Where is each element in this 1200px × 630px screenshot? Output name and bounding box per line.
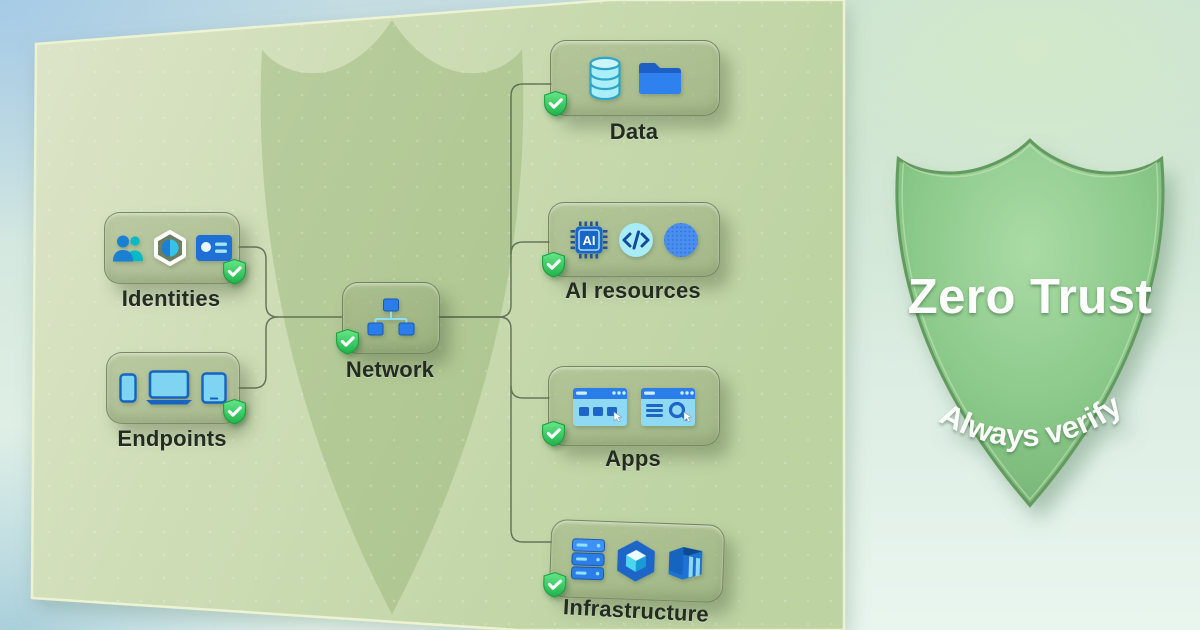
connector-network-apps bbox=[510, 385, 550, 399]
server-stack-icon bbox=[570, 538, 606, 581]
connector-lines bbox=[238, 83, 552, 543]
verified-badge-icon bbox=[221, 398, 248, 427]
phone-icon bbox=[119, 373, 137, 403]
node-identities bbox=[104, 212, 246, 285]
id-card-icon bbox=[196, 235, 232, 261]
connector-network-data bbox=[438, 83, 552, 318]
ai-chip-text: AI bbox=[583, 232, 596, 247]
node-endpoints bbox=[106, 352, 246, 425]
node-label-apps: Apps bbox=[605, 446, 661, 471]
node-label-network: Network bbox=[345, 357, 435, 382]
verified-badge-icon bbox=[540, 251, 567, 280]
verified-badge-icon bbox=[221, 258, 248, 287]
connector-endpoints-network bbox=[238, 316, 279, 389]
folder-icon bbox=[639, 63, 681, 94]
verified-badge-icon bbox=[540, 420, 567, 449]
node-data bbox=[544, 40, 720, 117]
node-label-identities: Identities bbox=[121, 286, 221, 311]
zero-trust-shield: Zero Trust Always verify bbox=[895, 138, 1165, 507]
app-window-grid-icon bbox=[573, 388, 627, 426]
people-icon bbox=[113, 235, 143, 262]
node-ai-resources: AI bbox=[542, 202, 720, 278]
verified-badge-icon bbox=[541, 571, 569, 601]
node-network bbox=[336, 282, 440, 355]
node-infrastructure bbox=[543, 518, 726, 604]
node-label-endpoints: Endpoints bbox=[117, 426, 227, 451]
container-icon bbox=[668, 547, 703, 580]
connector-network-ai-resources bbox=[510, 241, 550, 255]
hex-cube-icon bbox=[617, 540, 655, 582]
tablet-icon bbox=[201, 372, 227, 404]
app-window-search-icon bbox=[641, 388, 695, 426]
laptop-icon bbox=[146, 370, 192, 405]
node-label-ai-resources: AI resources bbox=[565, 278, 701, 303]
dotted-sphere-icon bbox=[664, 222, 698, 257]
node-apps bbox=[542, 366, 720, 447]
network-tree-icon bbox=[367, 298, 415, 336]
code-icon bbox=[619, 222, 653, 257]
ai-chip-icon: AI bbox=[570, 221, 608, 258]
verified-badge-icon bbox=[334, 328, 361, 357]
connector-identities-network bbox=[238, 246, 342, 318]
zero-trust-title: Zero Trust bbox=[908, 270, 1153, 324]
verified-badge-icon bbox=[542, 90, 569, 119]
database-icon bbox=[589, 56, 621, 100]
connector-network-infrastructure bbox=[438, 316, 552, 543]
verified-id-icon bbox=[154, 230, 186, 266]
node-label-data: Data bbox=[609, 119, 659, 144]
